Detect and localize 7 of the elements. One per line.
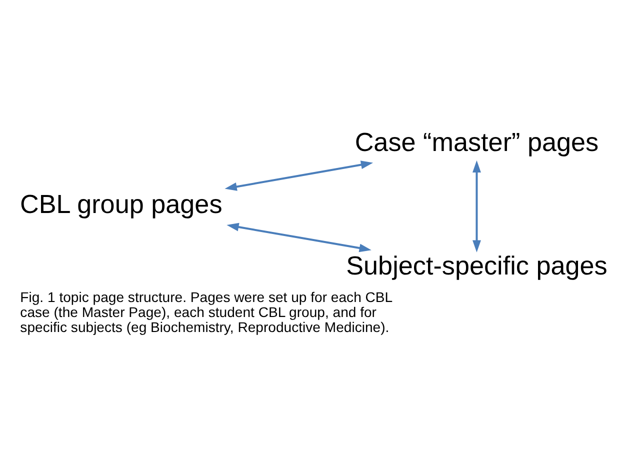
arrow [226,222,372,252]
node-text: Subject-specific pages [346,250,608,280]
node-text: Case “master” pages [354,126,599,156]
node-text: CBL group pages [20,188,222,219]
arrow [472,160,481,252]
arrow [224,160,374,190]
caption: Fig. 1 topic page structure. Pages were set up for each CBL case (the Master Page), each student CBL group, and for specific subjects (eg Biochemistry, Reproductive Medicine). [20,288,393,335]
